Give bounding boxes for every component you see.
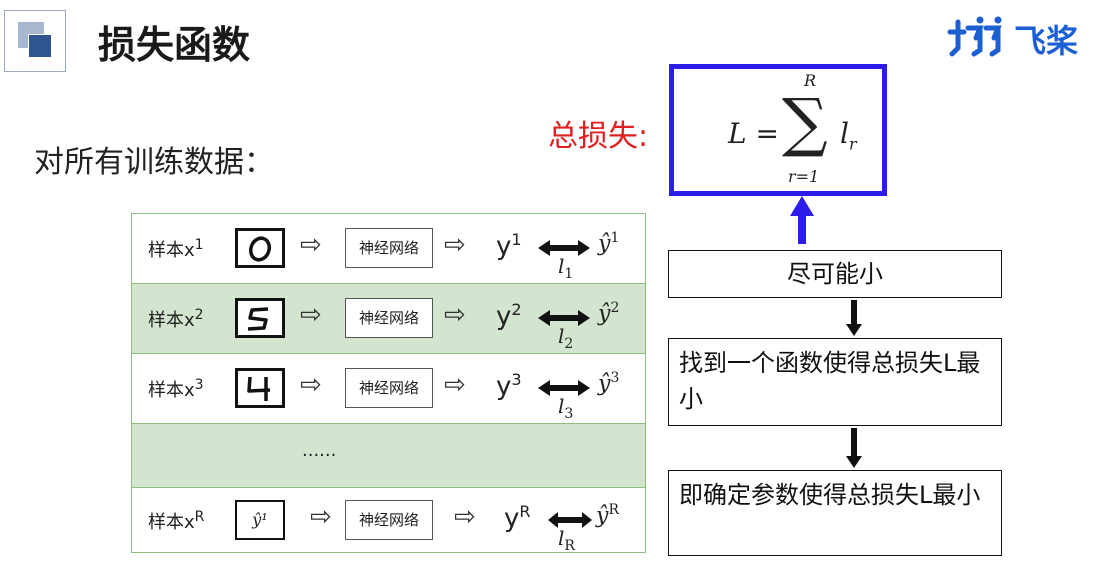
table-row: 样本x1 ⇨ 神经网络 ⇨ y1 ŷ1 l1 bbox=[132, 214, 645, 284]
hollow-arrow-icon: ⇨ bbox=[310, 502, 332, 532]
formula-lhs: L = bbox=[728, 117, 779, 150]
digit-five-icon bbox=[247, 307, 269, 331]
label-yhat: ŷ1 bbox=[598, 230, 620, 257]
down-arrow-icon bbox=[846, 428, 862, 468]
title-decoration bbox=[4, 10, 66, 72]
loss-term: l2 bbox=[558, 324, 574, 352]
hollow-arrow-icon: ⇨ bbox=[454, 502, 476, 532]
sample-label: 样本xR bbox=[148, 509, 205, 533]
loss-term: l1 bbox=[558, 254, 574, 282]
intro-text: 对所有训练数据： bbox=[34, 145, 274, 180]
sample-label: 样本x1 bbox=[148, 237, 204, 261]
hollow-arrow-icon: ⇨ bbox=[444, 300, 466, 330]
paddle-logo-text: 飞桨 bbox=[1014, 22, 1079, 60]
label-yhat: ŷR bbox=[596, 502, 619, 529]
sum-symbol: ∑ bbox=[782, 86, 828, 160]
flow-step-determine-params: 即确定参数使得总损失L最小 bbox=[668, 470, 1002, 556]
neural-network-box: 神经网络 bbox=[345, 228, 433, 268]
formula-term-letter: l bbox=[840, 117, 849, 150]
formula-term-sub: r bbox=[848, 134, 857, 154]
title-decoration-front bbox=[28, 34, 52, 58]
neural-network-box: 神经网络 bbox=[345, 298, 433, 338]
training-samples-table: 样本x1 ⇨ 神经网络 ⇨ y1 ŷ1 l1 样本x2 ⇨ 神经网络 ⇨ y2 … bbox=[131, 213, 646, 554]
paddle-logo-icon bbox=[947, 16, 1002, 57]
total-loss-formula: L = ∑ R r=1 lr bbox=[669, 64, 887, 196]
double-arrow-icon bbox=[538, 380, 590, 396]
digit-image bbox=[235, 298, 285, 338]
page-title: 损失函数 bbox=[98, 23, 251, 67]
digit-image-label: ŷ¹ bbox=[252, 510, 268, 529]
ellipsis: ...... bbox=[302, 440, 337, 461]
hollow-arrow-icon: ⇨ bbox=[300, 370, 322, 400]
paddle-logo: 飞桨 bbox=[946, 12, 1106, 62]
label-yhat: ŷ2 bbox=[598, 300, 620, 327]
loss-term: lR bbox=[558, 526, 575, 554]
table-row: 样本x2 ⇨ 神经网络 ⇨ y2 ŷ2 l2 bbox=[132, 284, 645, 354]
flow-step-minimize: 尽可能小 bbox=[668, 250, 1002, 298]
double-arrow-icon bbox=[548, 512, 592, 528]
table-row-ellipsis: ...... bbox=[132, 424, 645, 488]
hollow-arrow-icon: ⇨ bbox=[444, 370, 466, 400]
flow-step-find-function: 找到一个函数使得总损失L最小 bbox=[668, 338, 1002, 426]
digit-image bbox=[235, 228, 285, 268]
output-y: yR bbox=[504, 502, 531, 534]
neural-network-box: 神经网络 bbox=[345, 368, 433, 408]
hollow-arrow-icon: ⇨ bbox=[444, 230, 466, 260]
output-y: y2 bbox=[496, 300, 522, 332]
sample-label: 样本x3 bbox=[148, 377, 204, 401]
loss-term: l3 bbox=[558, 394, 574, 422]
neural-network-box: 神经网络 bbox=[345, 500, 433, 540]
sum-lower-limit: r=1 bbox=[788, 167, 820, 186]
sum-upper-limit: R bbox=[804, 71, 817, 90]
total-loss-label: 总损失: bbox=[548, 119, 649, 154]
digit-image bbox=[235, 368, 285, 408]
double-arrow-icon bbox=[538, 310, 590, 326]
double-arrow-icon bbox=[538, 240, 590, 256]
label-yhat: ŷ3 bbox=[598, 370, 620, 397]
hollow-arrow-icon: ⇨ bbox=[300, 230, 322, 260]
table-row: 样本x3 ⇨ 神经网络 ⇨ y3 ŷ3 l3 bbox=[132, 354, 645, 424]
output-y: y1 bbox=[496, 230, 522, 262]
sample-label: 样本x2 bbox=[148, 307, 204, 331]
output-y: y3 bbox=[496, 370, 522, 402]
digit-zero-icon bbox=[248, 236, 272, 262]
digit-image: ŷ¹ bbox=[235, 500, 285, 540]
formula-term: lr bbox=[840, 117, 857, 154]
table-row: 样本xR ŷ¹ ⇨ 神经网络 ⇨ yR ŷR lR bbox=[132, 488, 645, 554]
digit-four-icon bbox=[247, 376, 271, 401]
down-arrow-icon bbox=[846, 300, 862, 336]
hollow-arrow-icon: ⇨ bbox=[300, 300, 322, 330]
up-arrow-icon bbox=[790, 196, 814, 244]
